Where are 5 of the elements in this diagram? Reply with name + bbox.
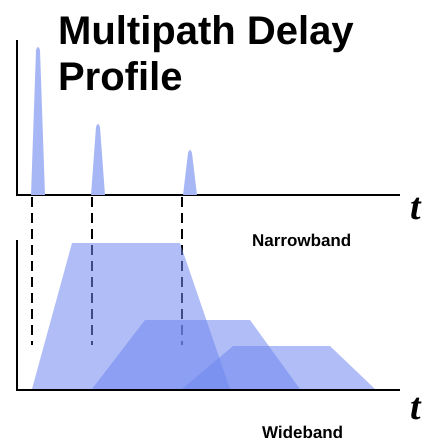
plot-label: Narrowband xyxy=(252,232,352,249)
axis-label: t xyxy=(410,388,421,426)
diagram-title: Multipath Delay Profile xyxy=(58,8,355,100)
plot-label: Wideband xyxy=(262,424,344,441)
axis-label: t xyxy=(410,188,421,226)
